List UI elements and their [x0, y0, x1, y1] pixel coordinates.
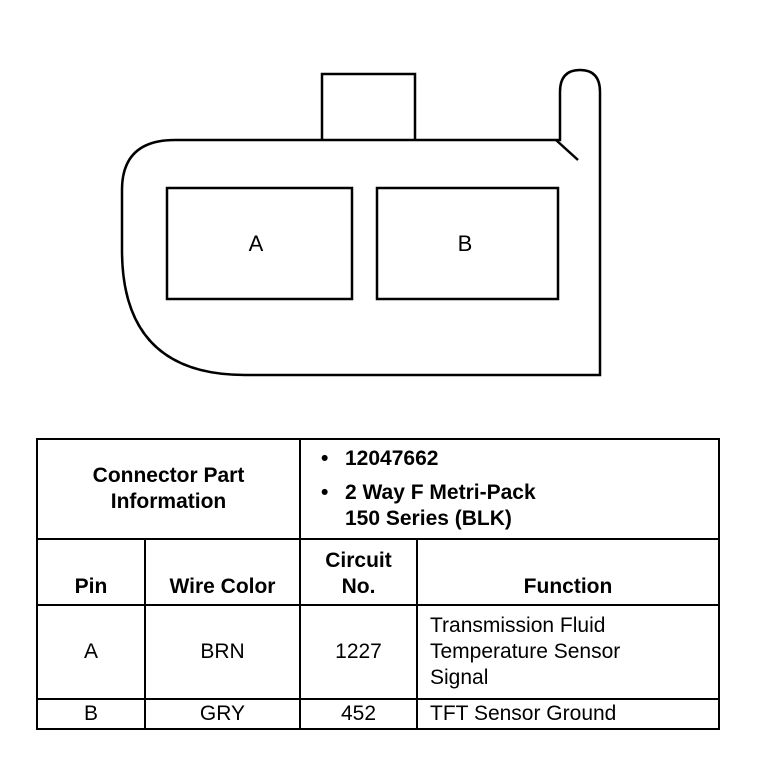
bullet-icon: • — [321, 481, 329, 504]
header-row: Pin Wire Color Circuit No. Function — [36, 538, 720, 606]
row-a-pin: A — [36, 604, 146, 700]
connector-latch-line — [555, 139, 579, 161]
part-info-label-line1: Connector Part — [92, 464, 245, 487]
part-description-line1: 2 Way F Metri-Pack — [345, 481, 536, 504]
row-a-circuit: 1227 — [299, 604, 418, 700]
header-wire-color: Wire Color — [144, 538, 301, 606]
row-b-function-line1: TFT Sensor Ground — [430, 702, 617, 725]
part-info-values-cell: • 12047662 • 2 Way F Metri-Pack 150 Seri… — [299, 438, 720, 540]
row-a-wire-color: BRN — [144, 604, 301, 700]
header-circuit-line2: No. — [341, 575, 376, 598]
header-circuit-no: Circuit No. — [299, 538, 418, 606]
header-pin: Pin — [36, 538, 146, 606]
part-description-line2: 150 Series (BLK) — [345, 507, 512, 530]
part-info-label-line2: Information — [110, 490, 227, 513]
header-circuit-line1: Circuit — [325, 549, 392, 572]
cavity-b-label: B — [458, 231, 473, 256]
row-b-wire-color: GRY — [144, 698, 301, 730]
bullet-icon: • — [321, 447, 329, 470]
part-description-item: • 2 Way F Metri-Pack 150 Series (BLK) — [321, 480, 718, 532]
part-number-item: • 12047662 — [321, 446, 718, 472]
row-b-circuit: 452 — [299, 698, 418, 730]
connector-info-table: Connector Part Information • 12047662 • … — [36, 438, 720, 730]
connector-top-tab — [320, 72, 417, 140]
table-row: B GRY 452 TFT Sensor Ground — [36, 698, 720, 730]
table-row: A BRN 1227 Transmission Fluid Temperatur… — [36, 604, 720, 700]
row-b-pin: B — [36, 698, 146, 730]
header-function: Function — [416, 538, 720, 606]
cavity-b — [375, 186, 560, 301]
cavity-a-label: A — [249, 231, 264, 256]
row-a-function-line1: Transmission Fluid — [430, 614, 606, 637]
part-number: 12047662 — [345, 447, 439, 470]
cavity-a — [165, 186, 354, 301]
part-info-row: Connector Part Information • 12047662 • … — [36, 438, 720, 540]
row-a-function: Transmission Fluid Temperature Sensor Si… — [416, 604, 720, 700]
connector-housing-outline — [120, 68, 602, 377]
row-a-function-line3: Signal — [430, 666, 489, 689]
row-b-function: TFT Sensor Ground — [416, 698, 720, 730]
connector-face-diagram: A B — [120, 68, 602, 377]
row-a-function-line2: Temperature Sensor — [430, 640, 621, 663]
part-info-label-cell: Connector Part Information — [36, 438, 301, 540]
